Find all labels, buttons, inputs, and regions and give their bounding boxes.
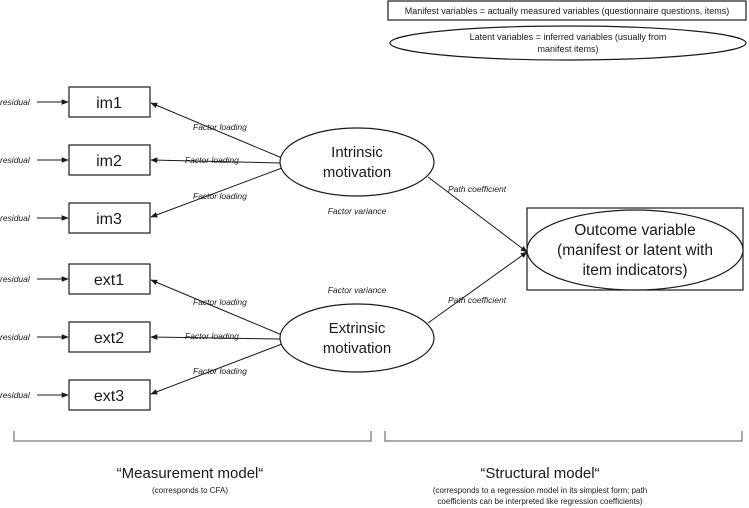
structural-model-note-2: coefficients can be interpreted like reg… (437, 497, 642, 506)
measurement-model-note: (corresponds to CFA) (152, 486, 228, 495)
loading-arrow-ext3 (150, 343, 283, 395)
legend-latent-ellipse (389, 25, 747, 61)
loading-arrow-ext2 (150, 334, 281, 340)
factor-loading-label-im2: Factor loading (185, 155, 239, 165)
indicator-box-ext1 (68, 263, 151, 295)
loading-arrow-im3 (150, 167, 283, 218)
indicator-label-ext1: ext1 (94, 272, 124, 289)
residual-label-im3: residual (0, 213, 31, 223)
latent-intrinsic-line1: Intrinsic (331, 144, 383, 161)
residual-label-ext1: residual (0, 274, 31, 284)
factor-loading-label-ext3: Factor loading (193, 366, 247, 376)
legend-manifest-text: Manifest variables = actually measured v… (405, 6, 729, 16)
residual-label-im2: residual (0, 155, 31, 165)
indicator-box-im2 (68, 144, 151, 176)
measurement-model-title: “Measurement model“ (117, 465, 264, 482)
indicator-label-ext2: ext2 (94, 330, 124, 347)
indicator-label-im1: im1 (96, 95, 122, 112)
residual-label-ext3: residual (0, 390, 31, 400)
indicator-label-im2: im2 (96, 153, 122, 170)
latent-intrinsic-line2: motivation (323, 164, 391, 181)
latent-extrinsic-ellipse (279, 303, 435, 373)
residual-label-im1: residual (0, 97, 31, 107)
residual-label-ext2: residual (0, 332, 31, 342)
indicator-box-im3 (68, 202, 151, 234)
factor-loading-label-im1: Factor loading (193, 122, 247, 132)
path-arrow-intrinsic (427, 176, 528, 253)
structural-model-title: “Structural model“ (480, 465, 599, 482)
indicator-box-im1 (68, 86, 151, 118)
factor-variance-label-intrinsic: Factor variance (328, 206, 387, 216)
structural-model-brace (384, 431, 743, 442)
path-arrow-extrinsic (427, 251, 528, 324)
latent-extrinsic-line2: motivation (323, 340, 391, 357)
structural-model-note-1: (corresponds to a regression model in it… (433, 486, 647, 495)
path-coefficient-label-intrinsic: Path coefficient (448, 184, 507, 194)
factor-loading-label-ext1: Factor loading (193, 297, 247, 307)
outcome-line1: Outcome variable (574, 222, 695, 239)
outcome-ellipse (526, 209, 744, 291)
legend-latent-text-2: manifest items) (537, 44, 598, 54)
outcome-line3: item indicators) (582, 262, 687, 279)
legend-manifest-box (387, 0, 747, 21)
path-coefficient-label-extrinsic: Path coefficient (448, 295, 507, 305)
indicator-box-ext3 (68, 379, 151, 411)
factor-loading-label-ext2: Factor loading (185, 331, 239, 341)
measurement-model-brace (13, 431, 372, 442)
outcome-line2: (manifest or latent with (557, 242, 713, 259)
factor-loading-label-im3: Factor loading (193, 191, 247, 201)
loading-arrow-ext1 (150, 279, 283, 336)
indicator-label-im3: im3 (96, 211, 122, 228)
latent-intrinsic-ellipse (279, 127, 435, 197)
indicator-label-ext3: ext3 (94, 388, 124, 405)
loading-arrow-im1 (150, 102, 283, 159)
indicator-box-ext2 (68, 321, 151, 353)
loading-arrow-im2 (150, 157, 281, 164)
factor-variance-label-extrinsic: Factor variance (328, 285, 387, 295)
legend-latent-text-1: Latent variables = inferred variables (u… (470, 32, 667, 42)
latent-extrinsic-line1: Extrinsic (329, 320, 386, 337)
